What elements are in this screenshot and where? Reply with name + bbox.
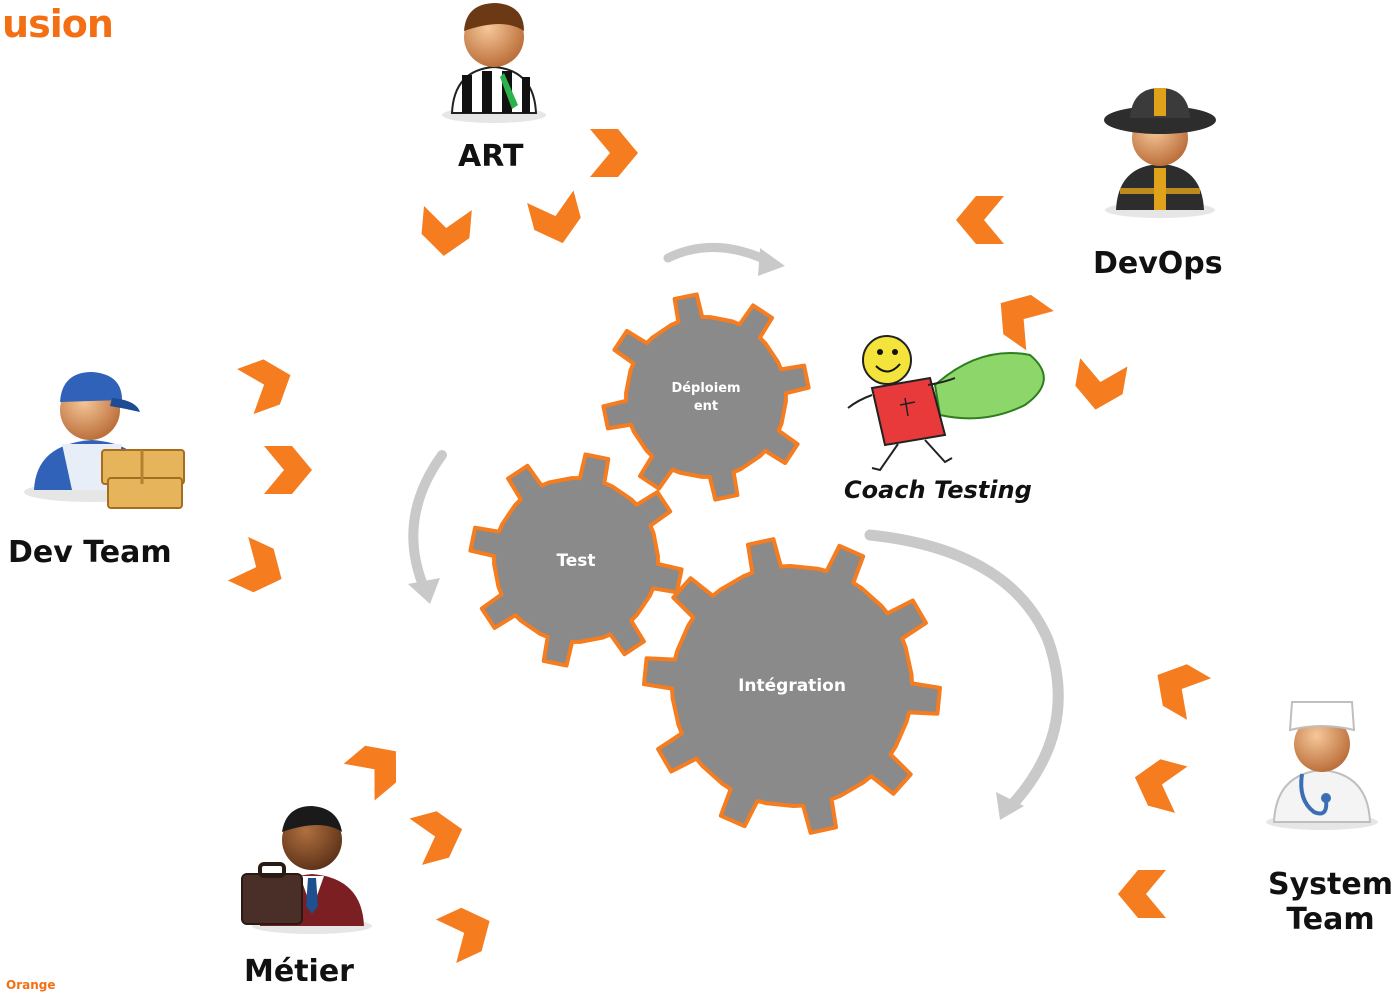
chevron-art-2 xyxy=(527,190,581,244)
gear-label-deploiement: Déploiem ent xyxy=(671,380,740,416)
role-label-system-team-line1: System xyxy=(1268,867,1393,902)
chevron-devteam-3 xyxy=(227,536,282,593)
role-label-metier: Métier xyxy=(244,954,354,989)
chevron-devops-1 xyxy=(956,196,1004,244)
chevron-system-1 xyxy=(1157,664,1212,720)
cycle-arrows xyxy=(408,242,1064,820)
role-label-devops: DevOps xyxy=(1093,246,1223,281)
gear-label-test: Test xyxy=(556,551,596,571)
chevron-devteam-1 xyxy=(237,359,291,415)
chevron-art-1 xyxy=(590,129,638,177)
delivery-person-icon xyxy=(24,372,185,509)
cycle-arrow-top xyxy=(663,242,775,267)
role-label-system-team: System Team xyxy=(1268,867,1393,937)
gear-label-deploiement-line2: ent xyxy=(693,399,719,414)
role-label-system-team-line2: Team xyxy=(1286,901,1375,937)
role-label-coach-testing: Coach Testing xyxy=(844,476,1032,504)
chevron-metier-3 xyxy=(435,907,490,964)
cycle-arrow-right xyxy=(864,529,1064,811)
footer-brand: Orange xyxy=(6,978,56,992)
businessman-icon xyxy=(241,806,372,934)
chevron-metier-2 xyxy=(409,811,463,865)
chevron-devteam-2 xyxy=(264,446,312,494)
chevron-system-3 xyxy=(1118,870,1166,918)
gear-integration xyxy=(642,537,942,835)
chevron-devops-3 xyxy=(1075,358,1128,410)
chevron-art-3 xyxy=(421,205,472,256)
chevron-layer xyxy=(227,129,1212,964)
role-label-dev-team: Dev Team xyxy=(8,535,172,570)
gear-label-deploiement-line1: Déploiem xyxy=(671,380,741,396)
gear-deploiement xyxy=(601,292,811,502)
firefighter-icon xyxy=(1104,88,1216,218)
slide-title: lusion xyxy=(0,2,114,46)
referee-icon xyxy=(442,3,546,123)
gears-layer xyxy=(468,292,942,835)
gear-label-integration: Intégration xyxy=(738,676,846,696)
chevron-devops-2 xyxy=(1000,294,1054,351)
role-label-art: ART xyxy=(458,139,524,174)
chevron-metier-1 xyxy=(343,745,397,801)
gear-test xyxy=(468,452,684,668)
doctor-icon xyxy=(1266,701,1378,830)
chevron-system-2 xyxy=(1134,759,1188,813)
coach-cartoon-icon xyxy=(847,335,1045,472)
cycle-arrow-left xyxy=(408,450,447,595)
